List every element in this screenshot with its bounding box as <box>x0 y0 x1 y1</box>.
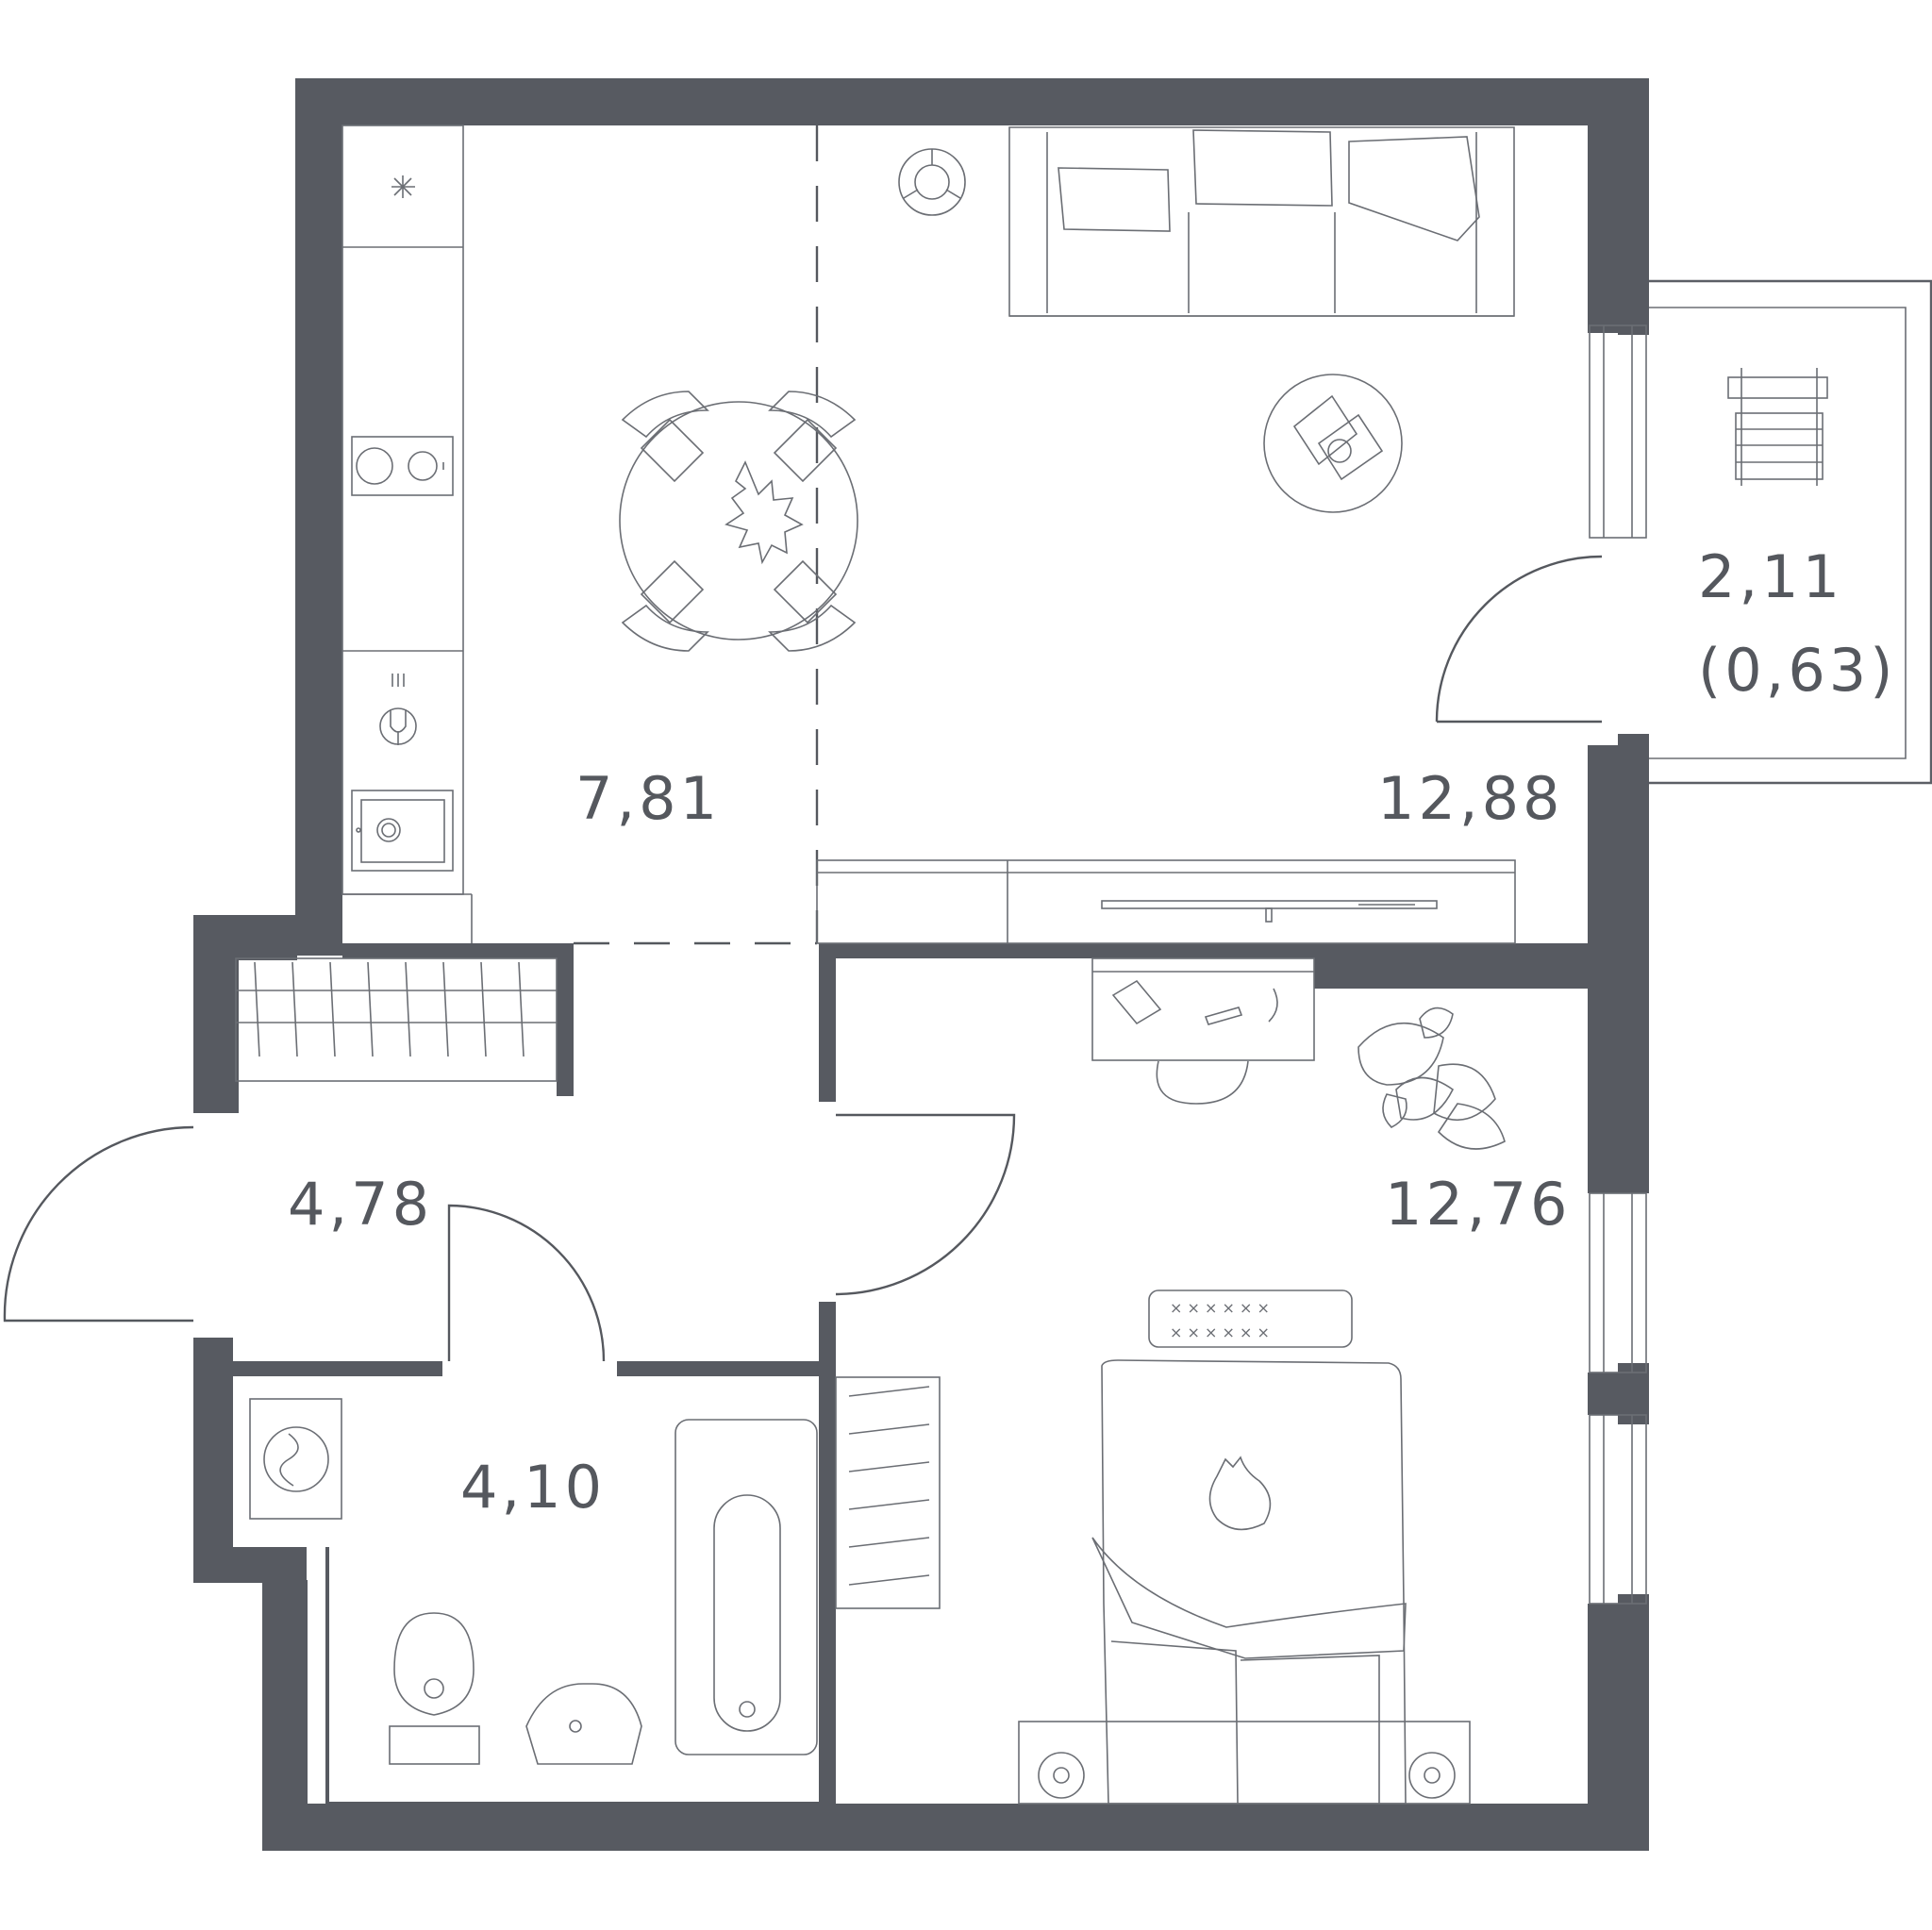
kitchen <box>341 125 858 945</box>
washbasin <box>525 1683 642 1765</box>
balcony-area: 2,11 <box>1698 542 1843 611</box>
living-room <box>816 126 1516 944</box>
bedroom-closet <box>835 1376 941 1609</box>
bed-rug: × × × × × × × × × × × × <box>1148 1289 1353 1348</box>
balcony <box>1435 279 1932 785</box>
wardrobe <box>235 957 558 1082</box>
coffee-table <box>1263 374 1403 513</box>
svg-text:× × × × × ×: × × × × × × <box>1170 1323 1270 1341</box>
balcony-area-reduced: (0,63) <box>1698 636 1896 705</box>
sofa <box>1008 126 1515 317</box>
bathroom-area: 4,10 <box>460 1453 606 1522</box>
desk <box>1091 957 1315 1105</box>
svg-text:× × × × × ×: × × × × × × <box>1170 1299 1270 1317</box>
living-area: 12,88 <box>1377 764 1564 833</box>
dining-table <box>619 391 858 652</box>
kitchen-area: 7,81 <box>575 764 721 833</box>
washing-machine <box>249 1398 342 1520</box>
toilet <box>389 1612 480 1765</box>
balcony-chair <box>1727 368 1828 486</box>
bathroom <box>249 1398 818 1765</box>
sink-icon <box>351 790 454 872</box>
bedroom: × × × × × × × × × × × × <box>835 957 1506 1805</box>
bed <box>1018 1359 1471 1805</box>
nightstand-left <box>1038 1752 1085 1799</box>
floor-lamp <box>898 148 966 216</box>
hall <box>3 957 941 1609</box>
walls <box>193 78 1649 1851</box>
hall-area: 4,78 <box>288 1170 433 1239</box>
bathtub <box>675 1419 818 1755</box>
nightstand-right <box>1408 1752 1456 1799</box>
hob-icon <box>351 436 454 496</box>
windows <box>1589 324 1647 1605</box>
tv-unit <box>816 859 1516 944</box>
plant <box>1357 1007 1506 1150</box>
bedroom-area: 12,76 <box>1385 1170 1572 1239</box>
fridge-icon <box>391 175 415 198</box>
area-labels: 7,81 12,88 12,76 4,78 4,10 2,11 (0,63) <box>288 542 1896 1522</box>
dishwasher-icon <box>379 674 417 745</box>
